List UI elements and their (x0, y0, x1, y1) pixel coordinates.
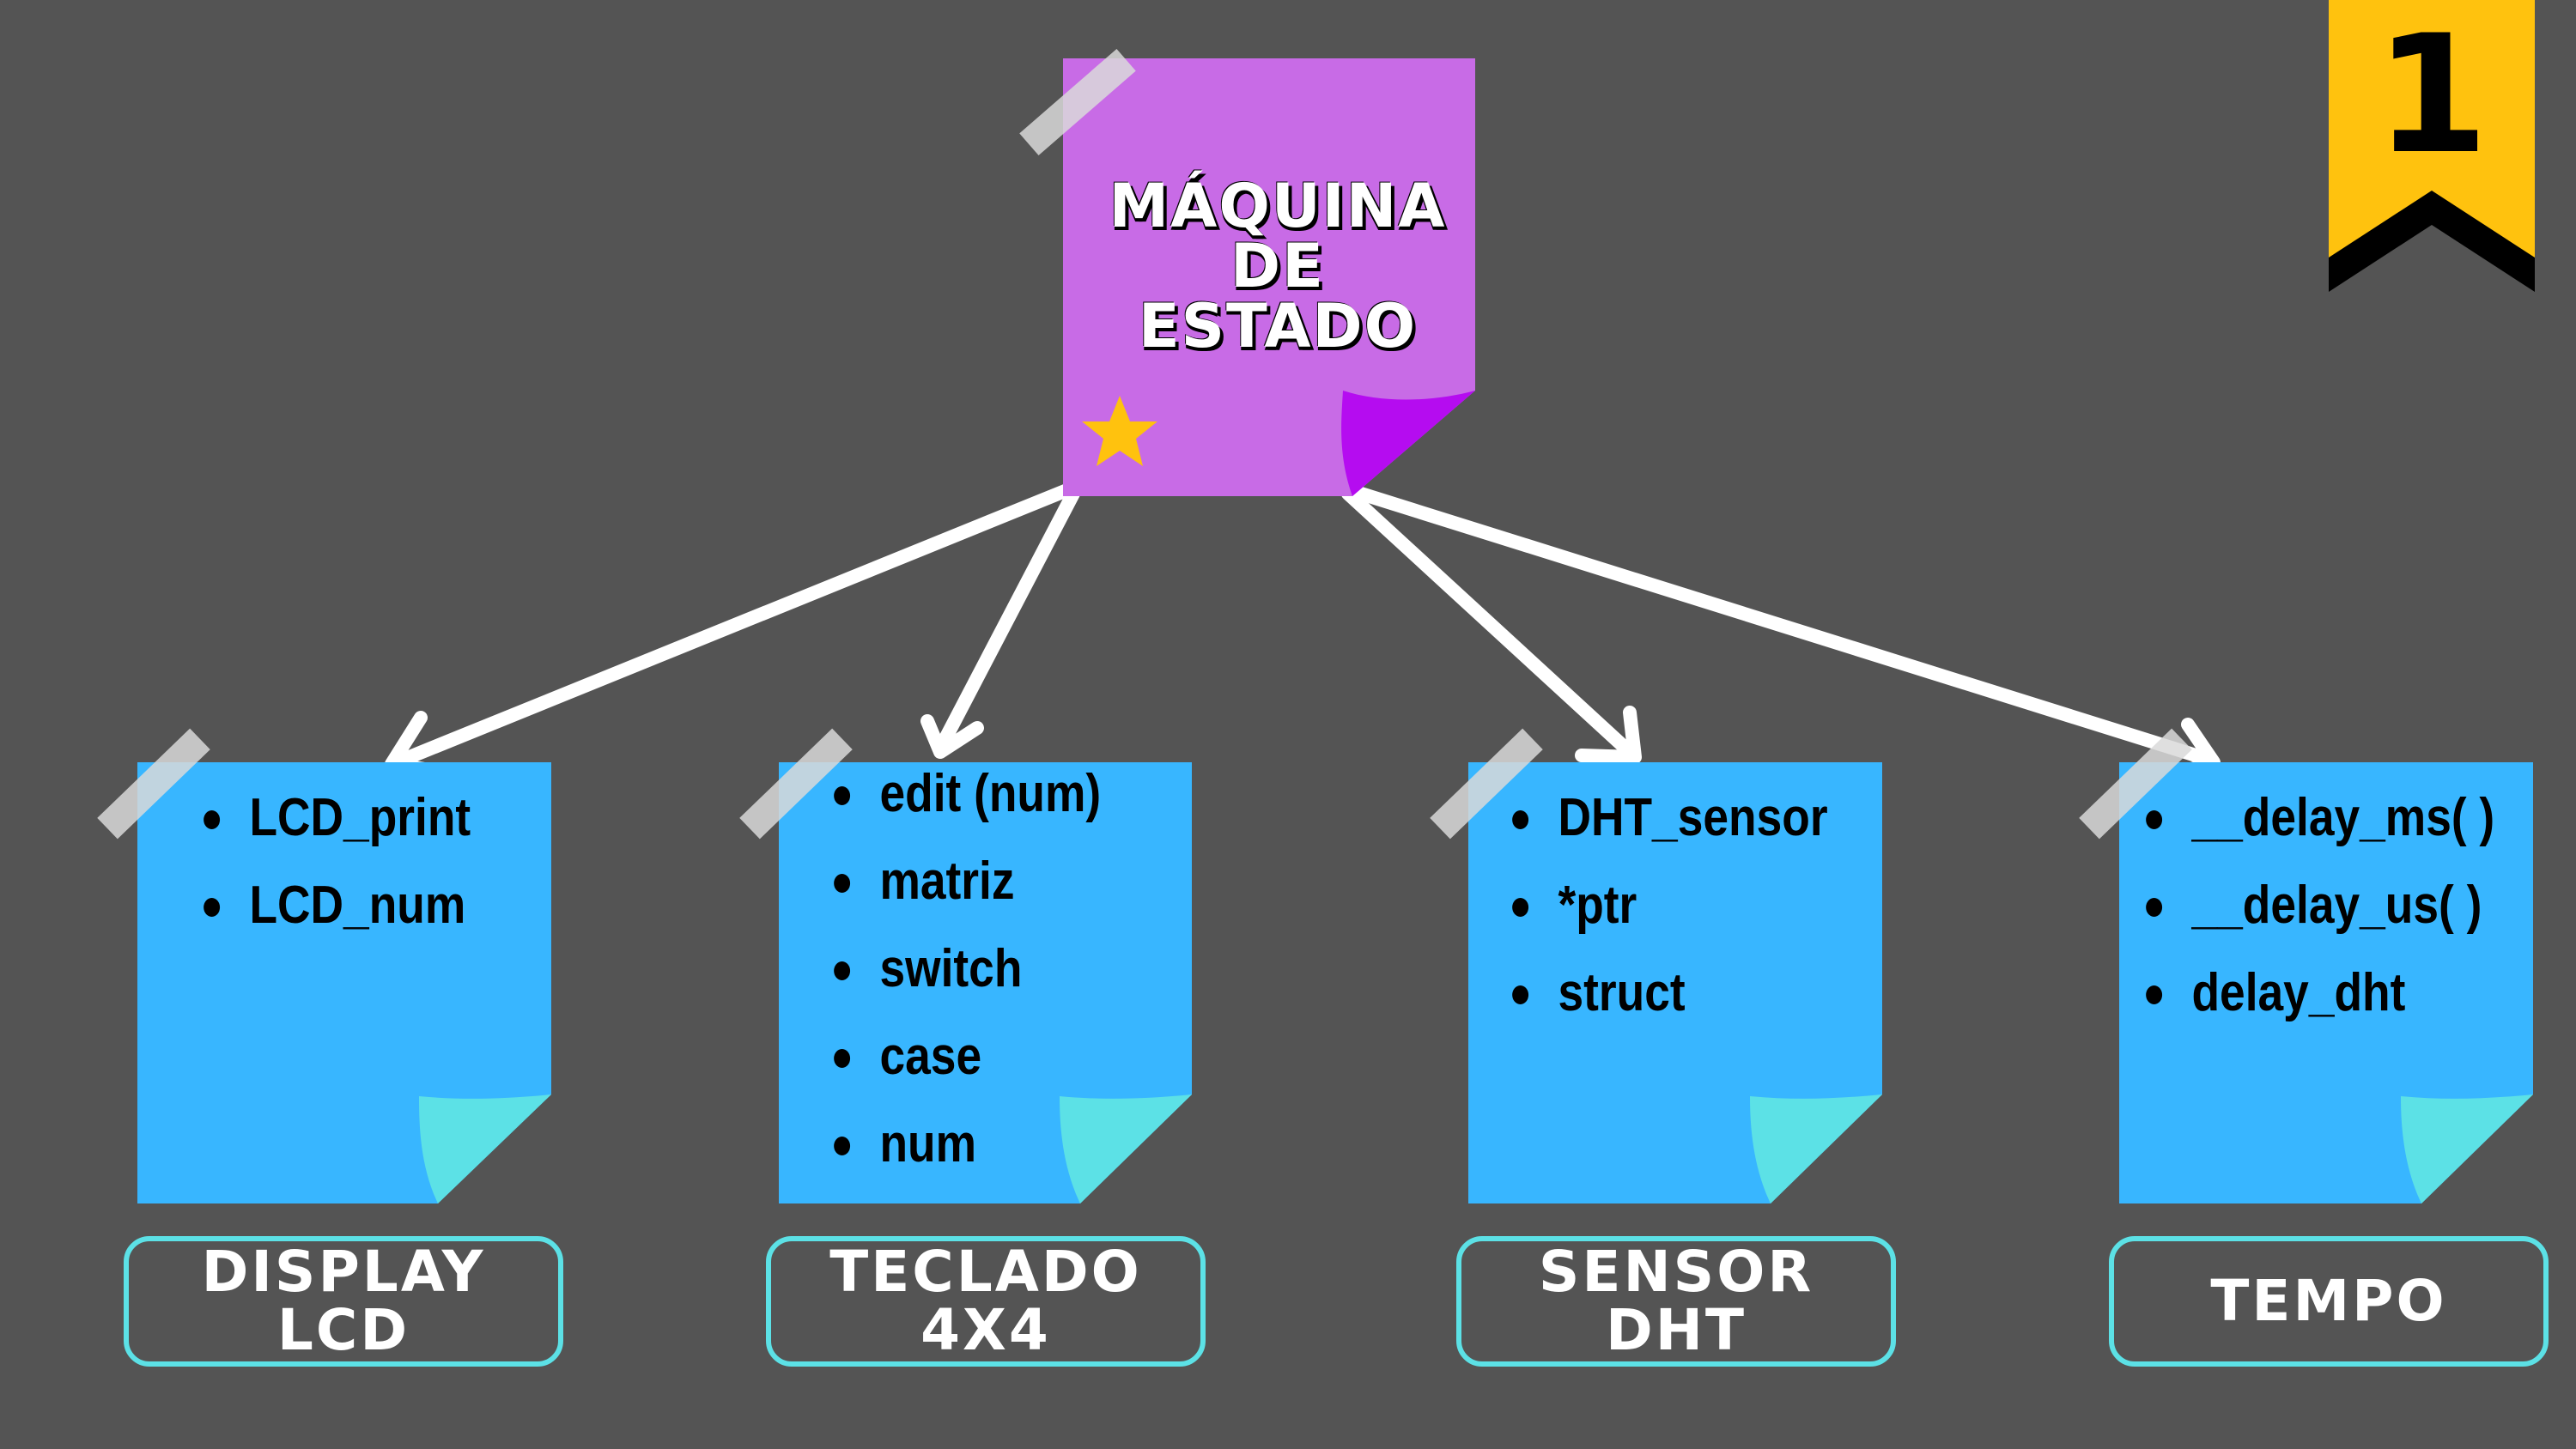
root-title-line: DE (1230, 231, 1325, 301)
label-tempo: TEMPO (2109, 1236, 2549, 1367)
sticky-note-display-lcd (97, 728, 551, 1203)
tape-strip (739, 728, 853, 840)
list-item: LCD_print (199, 774, 471, 862)
list-item: case (829, 1013, 1101, 1100)
badge-number: 1 (2374, 0, 2489, 190)
label-line: DHT (1605, 1297, 1747, 1363)
tape-strip (97, 728, 210, 840)
note-fold (1060, 1094, 1192, 1203)
label-teclado: TECLADO 4X4 (766, 1236, 1206, 1367)
teclado-item-list: edit (num) matriz switch case num (829, 750, 1145, 1188)
note-fold (1750, 1094, 1882, 1203)
step-badge (2329, 0, 2535, 292)
note-fold (2401, 1094, 2533, 1203)
list-item: __delay_us( ) (2142, 862, 2494, 949)
display-lcd-item-list: LCD_print LCD_num (199, 774, 515, 949)
root-title-line: MÁQUINA (1109, 171, 1447, 241)
label-sensor-dht: SENSOR DHT (1456, 1236, 1896, 1367)
label-line: TEMPO (2210, 1268, 2447, 1334)
root-note-fold (1341, 391, 1475, 496)
label-line: 4X4 (920, 1297, 1051, 1363)
root-sticky-note (1019, 48, 1475, 496)
arrow-to-teclado (920, 487, 1080, 759)
list-item: delay_dht (2142, 949, 2494, 1037)
tape-strip (1019, 48, 1136, 156)
list-item: DHT_sensor (1508, 774, 1828, 862)
label-display-lcd: DISPLAY LCD (124, 1236, 563, 1367)
root-title-line: ESTADO (1138, 291, 1418, 361)
list-item: switch (829, 925, 1101, 1013)
tape-strip (1430, 728, 1543, 840)
sticky-note-tempo (2079, 728, 2533, 1203)
list-item: LCD_num (199, 862, 471, 949)
label-line: SENSOR (1538, 1239, 1814, 1305)
sticky-note-sensor-dht (1430, 728, 1882, 1203)
list-item: *ptr (1508, 862, 1828, 949)
list-item: struct (1508, 949, 1828, 1037)
tempo-item-list: __delay_ms( ) __delay_us( ) delay_dht (2142, 774, 2552, 1037)
star-icon (1082, 396, 1157, 466)
list-item: __delay_ms( ) (2142, 774, 2494, 862)
list-item: num (829, 1100, 1101, 1188)
label-line: LCD (276, 1297, 410, 1363)
root-title: MÁQUINA DE ESTADO (1063, 176, 1492, 356)
label-line: TECLADO (829, 1239, 1142, 1305)
label-line: DISPLAY (201, 1239, 486, 1305)
arrow-to-tempo (1354, 487, 2221, 785)
list-item: edit (num) (829, 750, 1101, 838)
note-fold (419, 1094, 551, 1203)
sensor-dht-item-list: DHT_sensor *ptr struct (1508, 774, 1880, 1037)
tape-strip (2079, 728, 2192, 840)
sticky-note-teclado (739, 728, 1192, 1203)
arrow-to-sensor-dht (1341, 487, 1642, 764)
list-item: matriz (829, 838, 1101, 925)
